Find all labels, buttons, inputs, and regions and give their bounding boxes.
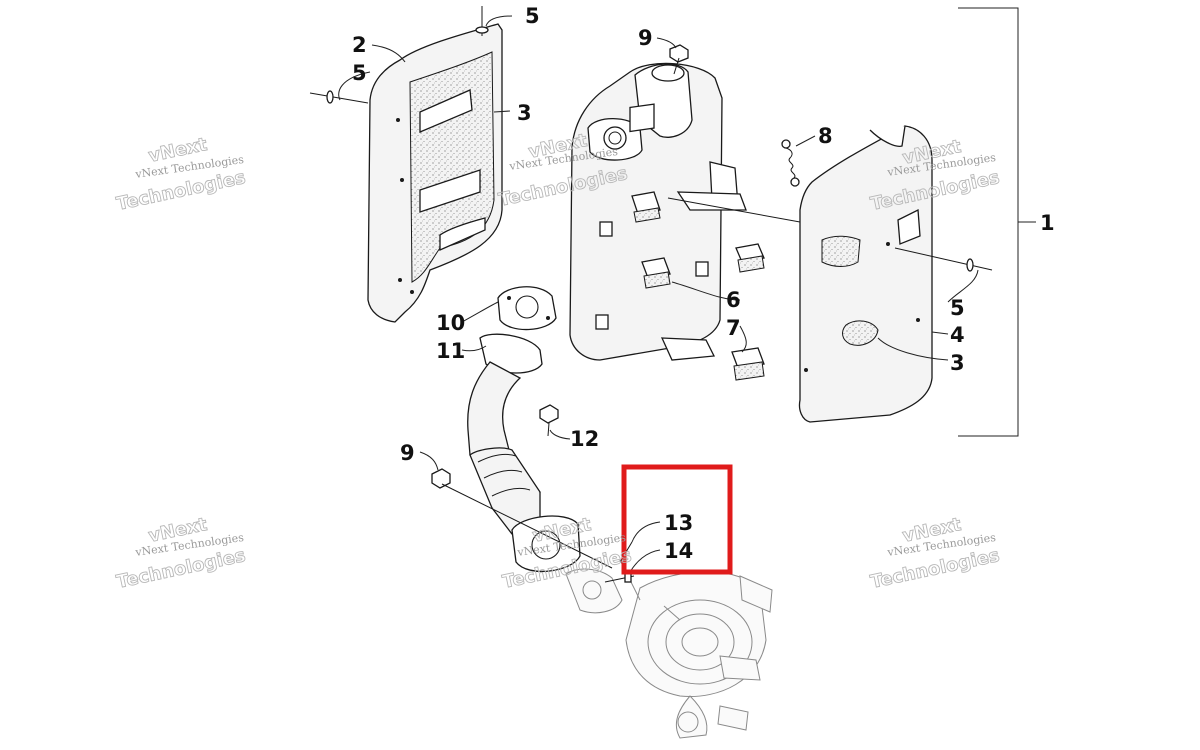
lower-flange bbox=[511, 515, 581, 573]
right-pin bbox=[894, 247, 993, 272]
grommet-right bbox=[735, 243, 765, 273]
bolt bbox=[539, 404, 559, 437]
left-pin-top bbox=[475, 6, 489, 36]
left-heat-shield bbox=[367, 23, 503, 323]
callout-5-left: 5 bbox=[352, 61, 367, 85]
highlight-box bbox=[621, 464, 733, 575]
watermark-top-left: vNext Technologies vNext Technologies bbox=[114, 134, 248, 216]
callout-13: 13 bbox=[664, 511, 693, 535]
callout-1: 1 bbox=[1040, 211, 1055, 235]
group-bracket bbox=[958, 7, 1036, 437]
callout-9-top: 9 bbox=[638, 26, 653, 50]
callout-10: 10 bbox=[436, 311, 465, 335]
grommet-upper bbox=[631, 191, 661, 223]
watermark-bottom-right: vNext Technologies vNext Technologies bbox=[868, 514, 1002, 594]
nut-top bbox=[669, 44, 689, 75]
callout-14: 14 bbox=[664, 539, 693, 563]
callout-11: 11 bbox=[436, 339, 465, 363]
callout-9-lower: 9 bbox=[400, 441, 415, 465]
callout-5-right: 5 bbox=[950, 296, 965, 320]
muffler-bracket-upper bbox=[667, 191, 801, 223]
exhaust-pipe bbox=[467, 333, 543, 538]
callout-2: 2 bbox=[352, 33, 367, 57]
callout-3-left: 3 bbox=[517, 101, 532, 125]
callouts: 1 2 3 3 4 5 5 5 6 7 8 9 9 10 11 12 13 14 bbox=[352, 4, 1055, 563]
callout-3-right: 3 bbox=[950, 351, 965, 375]
callout-12: 12 bbox=[570, 427, 599, 451]
callout-5-top: 5 bbox=[525, 4, 540, 28]
right-heat-shield bbox=[798, 125, 933, 423]
callout-7: 7 bbox=[726, 316, 741, 340]
watermark-bottom-left: vNext Technologies vNext Technologies bbox=[114, 514, 248, 594]
callout-6: 6 bbox=[726, 288, 741, 312]
left-pin-side bbox=[309, 90, 369, 104]
nut-lower bbox=[431, 468, 613, 569]
callout-8: 8 bbox=[818, 124, 833, 148]
spring bbox=[781, 139, 800, 187]
callout-4: 4 bbox=[950, 323, 965, 347]
grommet-lower bbox=[731, 347, 765, 381]
turbocharger bbox=[565, 559, 773, 739]
muffler-bracket-lower bbox=[660, 337, 716, 361]
gasket-upper bbox=[497, 286, 557, 331]
grommet-mid bbox=[641, 257, 671, 289]
